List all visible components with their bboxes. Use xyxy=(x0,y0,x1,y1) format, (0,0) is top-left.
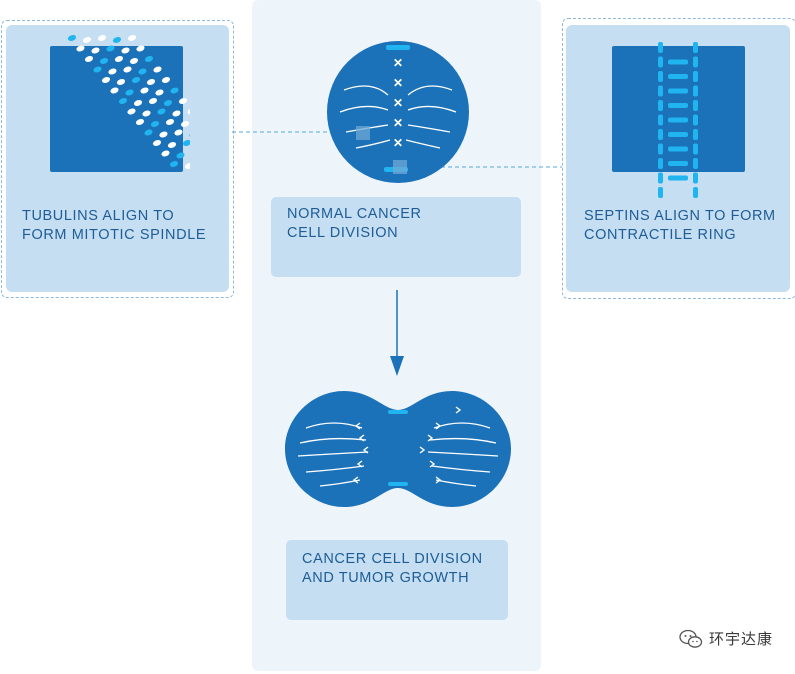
svg-text:✕: ✕ xyxy=(393,116,403,130)
left-panel-label: TUBULINS ALIGN TO FORM MITOTIC SPINDLE xyxy=(22,208,207,243)
down-arrow-icon xyxy=(390,290,404,376)
watermark: 环宇达康 xyxy=(679,628,773,649)
svg-text:✕: ✕ xyxy=(393,96,403,110)
normal-division-label: NORMAL CANCER CELL DIVISION xyxy=(287,206,422,241)
normal-division-box xyxy=(271,197,521,277)
septin-ring-icon xyxy=(658,42,698,198)
left-panel-frame xyxy=(1,20,234,298)
svg-text:✕: ✕ xyxy=(393,76,403,90)
svg-text:✕: ✕ xyxy=(393,136,403,150)
wechat-icon xyxy=(679,629,703,648)
tumor-division-box xyxy=(286,540,508,620)
svg-text:✕: ✕ xyxy=(393,56,403,70)
normal-cell-icon: ✕ ✕ ✕ ✕ ✕ xyxy=(327,41,469,183)
watermark-text: 环宇达康 xyxy=(708,631,773,648)
dividing-cell-icon xyxy=(285,391,511,507)
tubulin-dots-icon xyxy=(67,35,190,169)
tumor-division-label: CANCER CELL DIVISION AND TUMOR GROWTH xyxy=(302,551,483,586)
right-panel-frame xyxy=(562,18,795,299)
right-panel-label: SEPTINS ALIGN TO FORM CONTRACTILE RING xyxy=(584,208,776,243)
